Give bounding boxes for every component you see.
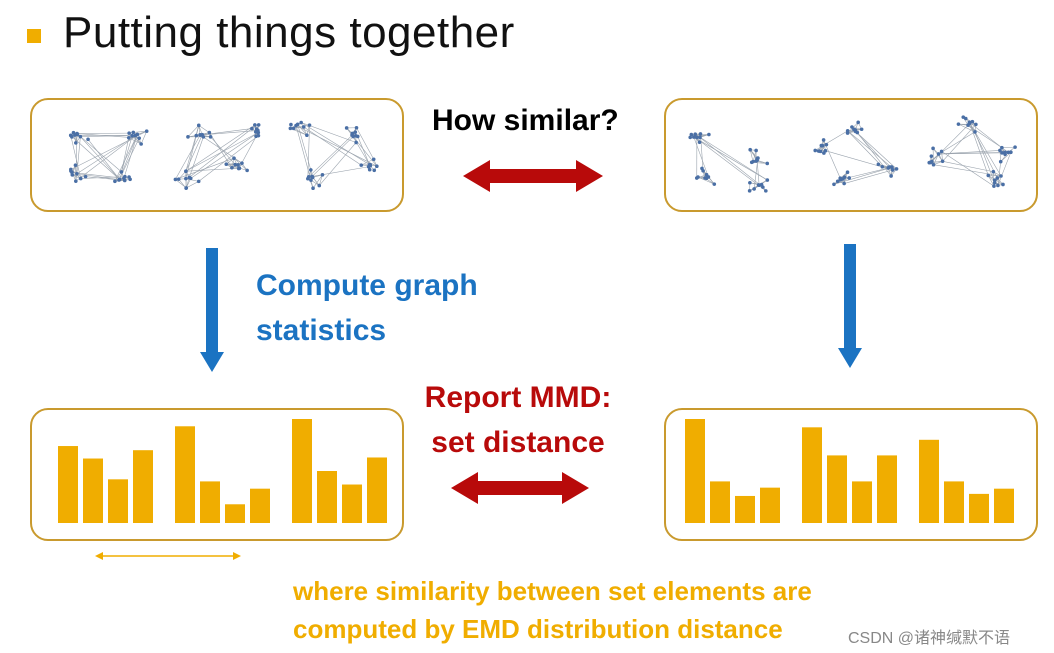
hist-bar-right-2-2 (969, 493, 989, 523)
compute-down-arrow-left (200, 248, 224, 372)
report-label-line2: set distance (431, 426, 605, 459)
hist-bar-left-0-0 (58, 446, 78, 523)
emd-note-line2: computed by EMD distribution distance (293, 614, 783, 644)
hist-bar-left-2-3 (367, 457, 387, 523)
graph-left-1 (68, 129, 149, 184)
hist-bar-right-1-3 (877, 455, 897, 523)
hist-bar-left-1-0 (175, 426, 195, 523)
hist-bar-right-0-3 (760, 487, 780, 523)
graph-set-right-box (664, 98, 1038, 212)
hist-bar-left-2-0 (292, 419, 312, 523)
hist-bar-left-1-2 (225, 504, 245, 523)
hist-bar-left-0-1 (83, 458, 103, 523)
slide-title: Putting things together (63, 8, 515, 57)
hist-bar-right-1-2 (852, 481, 872, 523)
hist-bar-right-0-0 (685, 419, 705, 523)
hist-bar-right-2-3 (994, 488, 1014, 523)
mmd-double-arrow (451, 472, 589, 504)
graph-right-1 (688, 132, 770, 193)
graph-right-2 (813, 120, 899, 187)
hist-bar-left-1-3 (250, 488, 270, 523)
emd-note: where similarity between set elements ar… (293, 572, 812, 648)
emd-note-line1: where similarity between set elements ar… (293, 576, 812, 606)
compute-label-line2: statistics (256, 314, 387, 347)
hist-bar-left-1-1 (200, 481, 220, 523)
hist-bar-right-1-1 (827, 455, 847, 523)
graph-left-2 (173, 123, 261, 190)
histogram-bars (58, 419, 1014, 523)
hist-bar-right-0-1 (710, 481, 730, 523)
compute-statistics-label: Compute graph statistics (256, 263, 478, 353)
hist-bar-right-2-1 (944, 481, 964, 523)
hist-bar-left-2-2 (342, 484, 362, 523)
graph-right-3 (927, 115, 1017, 188)
hist-bar-right-1-0 (802, 427, 822, 523)
report-label-line1: Report MMD: (424, 381, 612, 414)
hist-bar-right-0-2 (735, 495, 755, 523)
graph-left-3 (288, 120, 379, 191)
similarity-double-arrow (463, 160, 603, 192)
how-similar-label: How similar? (432, 104, 619, 137)
hist-bar-right-2-0 (919, 439, 939, 523)
watermark: CSDN @诸神缄默不语 (848, 630, 1011, 647)
hist-bar-left-2-1 (317, 471, 337, 523)
element-span-arrow (95, 552, 241, 560)
compute-label-line1: Compute graph (256, 269, 478, 302)
compute-down-arrow-right (838, 244, 862, 368)
report-mmd-label: Report MMD: set distance (408, 375, 628, 465)
graph-drawings (68, 115, 1017, 193)
hist-bar-left-0-2 (108, 479, 128, 523)
title-bullet (27, 29, 41, 43)
hist-bar-left-0-3 (133, 450, 153, 523)
